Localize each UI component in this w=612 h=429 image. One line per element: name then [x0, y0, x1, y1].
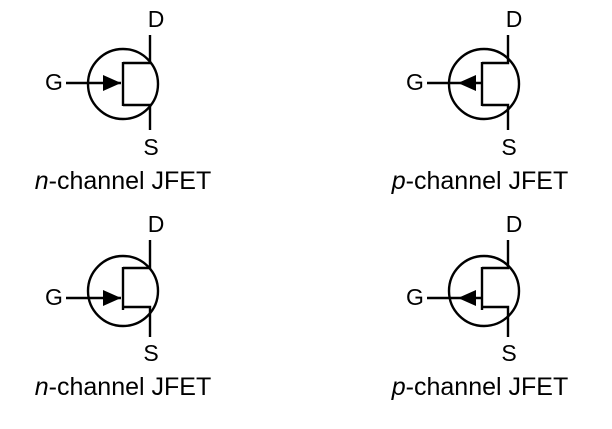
gate-terminal-label: G [406, 69, 424, 95]
drain-terminal-label: D [506, 215, 523, 237]
caption-text: -channel JFET [405, 373, 569, 401]
gate-arrow-icon [458, 290, 476, 306]
caption-text: -channel JFET [405, 167, 569, 195]
symbol-caption: n-channel JFET [0, 168, 276, 194]
jfet-symbol-p-channel-offset: D G S p-channel JFET [306, 215, 612, 429]
jfet-schematic-svg: D G S [406, 215, 523, 366]
gate-arrow-icon [103, 290, 121, 306]
source-lead [123, 305, 152, 337]
source-terminal-label: S [143, 134, 158, 160]
transistor-body-circle [447, 254, 521, 328]
caption-channel-letter: n [34, 373, 49, 401]
caption-text: -channel JFET [48, 167, 212, 195]
symbol-caption: n-channel JFET [0, 374, 276, 400]
transistor-body-circle [86, 254, 160, 328]
drain-lead [482, 35, 510, 65]
source-terminal-label: S [501, 134, 516, 160]
source-lead [482, 305, 510, 337]
caption-channel-letter: p [391, 167, 406, 195]
gate-terminal-label: G [45, 284, 63, 310]
gate-terminal-label: G [45, 69, 63, 95]
drain-lead [123, 240, 152, 270]
jfet-symbol-n-channel-offset: D G S n-channel JFET [0, 215, 306, 429]
jfet-schematic-svg: D G S [45, 6, 165, 160]
caption-channel-letter: p [391, 373, 406, 401]
source-terminal-label: S [143, 340, 158, 366]
gate-terminal-label: G [406, 284, 424, 310]
jfet-schematic-svg: D G S [406, 6, 523, 160]
source-lead [123, 103, 152, 130]
caption-channel-letter: n [34, 167, 49, 195]
jfet-symbol-n-channel-centered: D G S n-channel JFET [0, 0, 306, 215]
source-terminal-label: S [501, 340, 516, 366]
jfet-schematic-svg: D G S [45, 215, 165, 366]
jfet-symbol-p-channel-centered: D G S p-channel JFET [306, 0, 612, 215]
symbol-caption: p-channel JFET [327, 374, 612, 400]
gate-arrow-icon [103, 75, 121, 91]
drain-terminal-label: D [148, 6, 165, 32]
symbol-caption: p-channel JFET [327, 168, 612, 194]
caption-text: -channel JFET [48, 373, 212, 401]
drain-lead [123, 35, 152, 65]
gate-arrow-icon [458, 75, 476, 91]
drain-lead [482, 240, 510, 270]
drain-terminal-label: D [506, 6, 523, 32]
drain-terminal-label: D [148, 215, 165, 237]
source-lead [482, 103, 510, 130]
